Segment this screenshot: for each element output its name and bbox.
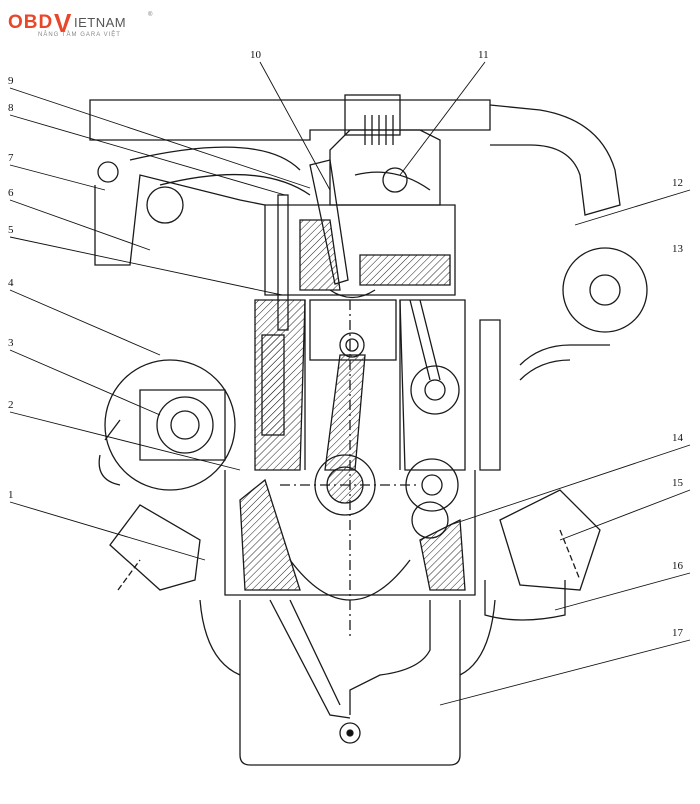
callout-11: 11: [478, 49, 489, 61]
callout-12: 12: [672, 177, 683, 189]
valve-cover: [329, 129, 441, 206]
exhaust-port: [146, 186, 184, 224]
drain-plug: [339, 722, 361, 744]
intake-pipe-right: [489, 104, 621, 216]
camshaft-gear-hub: [424, 379, 446, 401]
leader-2: [9, 411, 241, 471]
logo-tagline: NÂNG TẦM GARA VIỆT: [38, 32, 121, 38]
fan-pulley: [104, 359, 236, 491]
turbocharger-core: [589, 274, 621, 306]
leader-4: [9, 289, 161, 356]
turbo-hose: [519, 344, 610, 381]
water-pump-shaft: [170, 410, 200, 440]
camshaft-gear: [410, 365, 460, 415]
leader-17: [439, 639, 691, 706]
water-pump-housing: [139, 389, 226, 461]
leader-9: [9, 87, 311, 189]
leader-11: [399, 61, 486, 176]
callout-5: 5: [8, 224, 14, 236]
callout-14: 14: [672, 432, 684, 444]
callout-labels: 1 2 3 4 5 6 7 8 9 10 11 12 13 14 15 16 1…: [8, 49, 684, 639]
engine-drawing: [89, 94, 648, 766]
callout-15: 15: [672, 477, 684, 489]
callout-1: 1: [8, 489, 14, 501]
right-mount-bolt: [559, 529, 581, 581]
callout-8: 8: [8, 102, 14, 114]
thermostat-housing: [97, 161, 119, 183]
rocker-shaft: [382, 167, 408, 193]
water-pump-hub: [156, 396, 214, 454]
callout-7: 7: [8, 152, 14, 164]
flywheel-housing: [199, 599, 496, 676]
leader-10: [259, 61, 331, 191]
left-mount-bolt: [117, 559, 141, 591]
logo-obd-text: OBD: [8, 12, 54, 33]
logo-v-text: V: [54, 8, 72, 38]
leader-15: [559, 489, 691, 541]
leader-16: [554, 572, 691, 611]
leader-1: [9, 501, 206, 561]
right-mount-bracket: [499, 489, 601, 591]
idler-gear-hub: [421, 474, 443, 496]
connecting-rod: [324, 354, 366, 471]
leader-14: [449, 444, 691, 526]
callout-3: 3: [8, 337, 14, 349]
leader-7: [9, 164, 106, 191]
head-bolt: [277, 194, 289, 331]
turbocharger: [562, 247, 648, 333]
callout-10: 10: [250, 49, 262, 61]
cylinder-bore: [304, 300, 401, 470]
callout-17: 17: [672, 627, 684, 639]
logo-vietnam-text: IETNAM: [74, 15, 127, 30]
rocker-arm: [354, 171, 431, 191]
combustion-chamber: [329, 289, 376, 299]
oil-filler-tube: [479, 319, 501, 471]
cylinder-block-right: [399, 299, 466, 471]
exhaust-manifold: [94, 174, 266, 266]
left-mount-bracket: [109, 504, 201, 591]
callout-4: 4: [8, 277, 14, 289]
crankcase-left-web: [239, 478, 301, 591]
intake-manifold: [89, 99, 491, 141]
piston-pin-inner: [345, 338, 359, 352]
callout-leaders: [9, 61, 691, 706]
leader-3: [9, 349, 161, 416]
leader-5: [9, 236, 283, 296]
pushrod: [409, 299, 441, 381]
callout-13: 13: [672, 243, 684, 255]
crankcase-right-web: [419, 518, 466, 591]
oil-pan: [239, 600, 461, 766]
fuel-injector: [309, 159, 349, 285]
cylinder-head-hatched: [299, 219, 451, 291]
drain-plug-bolt: [346, 729, 354, 737]
leader-6: [9, 199, 151, 251]
callout-9: 9: [8, 75, 14, 87]
piston-pin: [339, 332, 365, 358]
oil-filter: [484, 580, 566, 621]
air-hose: [129, 146, 311, 196]
oil-pump-gear: [411, 501, 449, 539]
callout-16: 16: [672, 560, 684, 572]
idler-gear: [405, 458, 459, 512]
brand-logo: OBD V IETNAM ® NÂNG TẦM GARA VIỆT: [8, 8, 168, 42]
lower-pulley: [98, 419, 121, 486]
leader-12: [574, 189, 691, 226]
logo-registered-mark: ®: [148, 12, 153, 18]
callout-2: 2: [8, 399, 14, 411]
oil-pickup-tube: [269, 599, 431, 719]
callout-6: 6: [8, 187, 14, 199]
leader-8: [9, 114, 286, 196]
cylinder-liner-left: [261, 334, 285, 436]
